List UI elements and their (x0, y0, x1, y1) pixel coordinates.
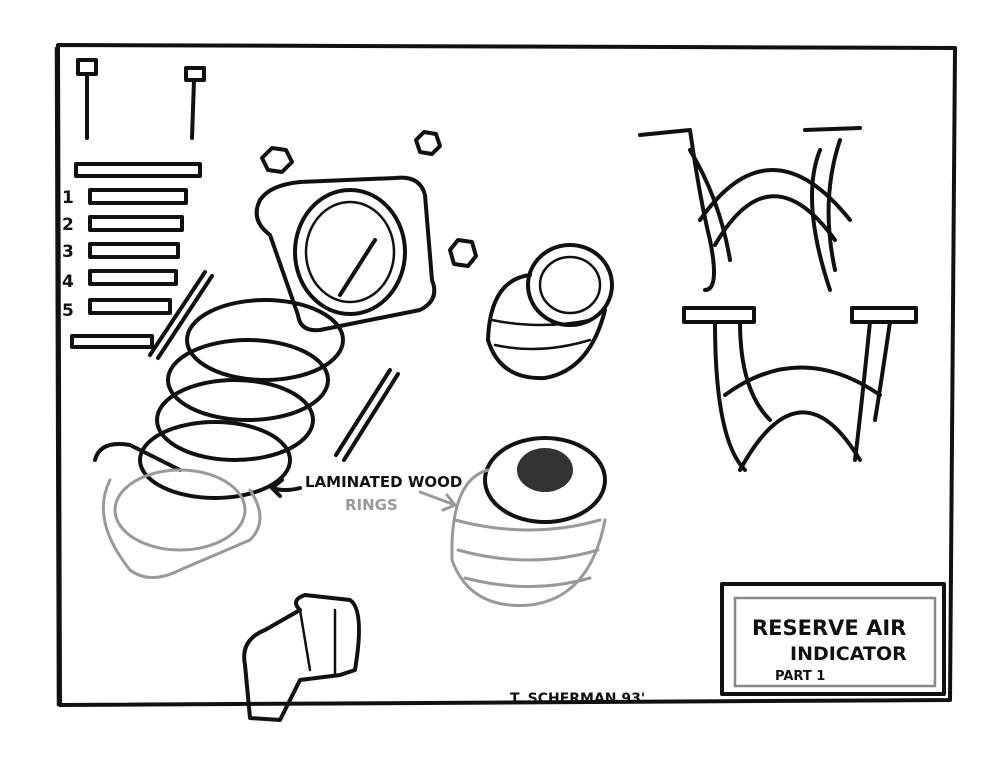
laminated-rings-stack (138, 298, 345, 500)
part-number: 1 (62, 188, 74, 208)
hex-nuts (260, 130, 478, 268)
title-line1: RESERVE AIR (752, 616, 906, 640)
frame-border (56, 43, 957, 707)
yoke-upper (638, 126, 862, 292)
title-block: RESERVE AIR INDICATOR PART 1 (720, 582, 946, 696)
title-line2: INDICATOR (790, 643, 907, 665)
part-number-labels: 1 2 3 4 5 (62, 188, 74, 321)
annotation-line2: RINGS (345, 496, 398, 514)
flange-top (254, 175, 437, 333)
part-number: 2 (62, 215, 74, 235)
wood-cylinder-large (450, 436, 607, 607)
part-number: 4 (62, 272, 74, 292)
pin-right (184, 66, 206, 140)
title-line3: PART 1 (775, 669, 825, 684)
part-number: 5 (62, 301, 74, 321)
wood-cylinder-small (486, 243, 614, 381)
slat-stack (70, 162, 202, 349)
yoke-lower (682, 306, 918, 472)
pin-left (76, 58, 98, 140)
artist-signature: T. SCHERMAN 93' (510, 691, 645, 707)
bracket-part (242, 593, 361, 722)
part-number: 3 (62, 242, 74, 262)
flange-bottom (93, 442, 262, 579)
annotation-line1: LAMINATED WOOD (305, 473, 462, 491)
rod (148, 270, 214, 360)
rod (334, 368, 400, 462)
